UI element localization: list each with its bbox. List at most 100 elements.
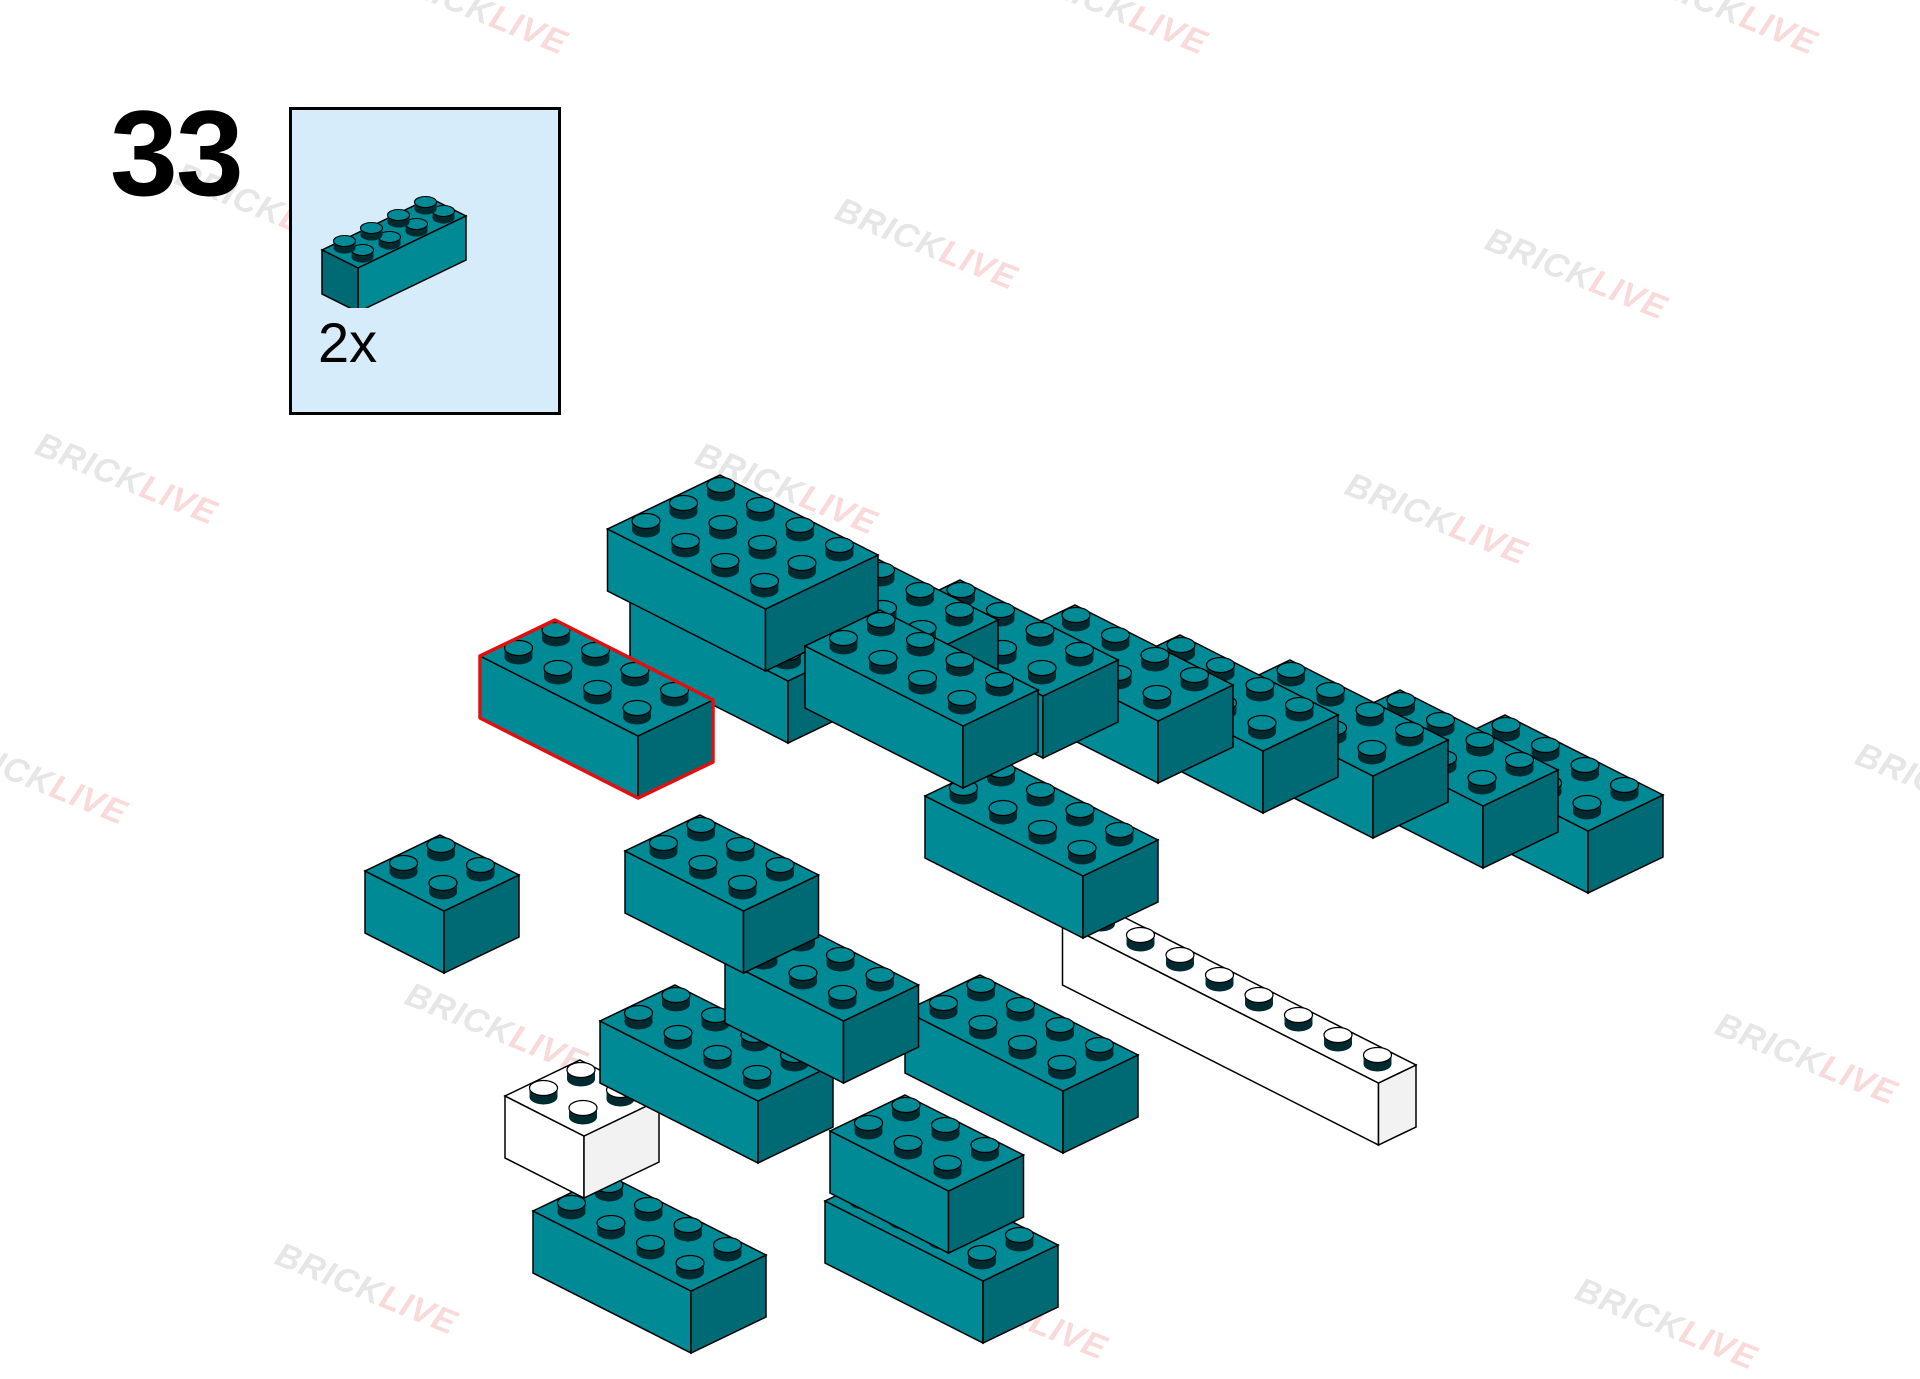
stud-top bbox=[865, 966, 895, 984]
stud bbox=[893, 1134, 923, 1160]
stud-top bbox=[1357, 739, 1387, 757]
stud bbox=[1570, 756, 1600, 782]
stud bbox=[1323, 1026, 1353, 1052]
stud bbox=[970, 1136, 1000, 1162]
stud bbox=[620, 661, 650, 687]
stud bbox=[1166, 636, 1196, 662]
stud bbox=[648, 834, 679, 860]
stud bbox=[1067, 839, 1097, 865]
stud-top bbox=[765, 856, 795, 874]
stud-top bbox=[825, 946, 856, 964]
stud-top bbox=[503, 639, 534, 657]
stud-top bbox=[620, 661, 650, 679]
stud-top bbox=[988, 799, 1018, 817]
stud bbox=[1047, 1054, 1077, 1080]
stud-top bbox=[1027, 819, 1058, 837]
stud-top bbox=[893, 1134, 923, 1152]
stud-top bbox=[749, 572, 780, 590]
stud-top bbox=[907, 669, 938, 687]
stud-top bbox=[708, 514, 738, 532]
stud bbox=[1025, 781, 1056, 807]
brick-bottom-left bbox=[531, 1174, 768, 1355]
stud-top bbox=[622, 699, 652, 717]
stud bbox=[528, 1079, 559, 1105]
stud bbox=[702, 1044, 733, 1070]
stud-top bbox=[866, 611, 896, 629]
stud-top bbox=[686, 816, 716, 834]
stud bbox=[865, 966, 895, 992]
stud bbox=[928, 994, 959, 1020]
stud-top bbox=[543, 659, 573, 677]
stud bbox=[891, 1096, 921, 1122]
stud-top bbox=[1125, 926, 1156, 944]
stud bbox=[967, 1244, 997, 1270]
stud bbox=[1204, 966, 1235, 992]
stud-top bbox=[1025, 621, 1055, 639]
stud bbox=[1467, 769, 1497, 795]
stud bbox=[568, 1099, 598, 1125]
stud bbox=[1025, 621, 1055, 647]
stud-top bbox=[891, 1096, 921, 1114]
stud-top bbox=[670, 532, 701, 550]
stud-top bbox=[1355, 701, 1385, 719]
stud-top bbox=[824, 536, 855, 554]
stud-top bbox=[787, 554, 817, 572]
stud bbox=[556, 1194, 587, 1220]
stud bbox=[1165, 946, 1195, 972]
stud-top bbox=[426, 836, 456, 854]
stud bbox=[388, 854, 419, 880]
stud-top bbox=[945, 651, 975, 669]
stud-top bbox=[930, 1116, 961, 1134]
stud-top bbox=[596, 1214, 626, 1232]
stud-top bbox=[623, 1004, 654, 1022]
stud-top bbox=[675, 1254, 705, 1272]
stud-top bbox=[1165, 946, 1195, 964]
stud bbox=[431, 204, 456, 224]
stud-top bbox=[1104, 821, 1135, 839]
brick-new-highlighted bbox=[478, 619, 715, 800]
stud bbox=[1005, 996, 1036, 1022]
stud bbox=[566, 1061, 596, 1087]
stud-top bbox=[1061, 606, 1091, 624]
stud-top bbox=[1570, 756, 1600, 774]
stud-top bbox=[528, 1079, 559, 1097]
stud bbox=[1315, 681, 1346, 707]
stud-top bbox=[1064, 641, 1095, 659]
stud-top bbox=[1166, 636, 1196, 654]
stud bbox=[668, 494, 699, 520]
stud-top bbox=[663, 1024, 693, 1042]
brick-white-jaw bbox=[503, 1059, 661, 1200]
stud bbox=[1142, 684, 1172, 710]
part-quantity: 2x bbox=[318, 311, 378, 374]
stud bbox=[1284, 696, 1315, 722]
stud bbox=[1061, 606, 1091, 632]
stud-top bbox=[1283, 1006, 1314, 1024]
stud-top bbox=[944, 601, 975, 619]
stud bbox=[824, 536, 855, 562]
stud-top bbox=[668, 494, 699, 512]
stud bbox=[907, 669, 938, 695]
brick-lower-pillar bbox=[828, 1094, 1026, 1255]
stud-top bbox=[1100, 626, 1131, 644]
stud bbox=[623, 1004, 654, 1030]
stud bbox=[659, 681, 690, 707]
stud bbox=[1245, 676, 1275, 702]
stud bbox=[428, 874, 458, 900]
stud bbox=[968, 1014, 998, 1040]
stud-top bbox=[1465, 731, 1495, 749]
stud-top bbox=[635, 1234, 666, 1252]
stud bbox=[1530, 736, 1561, 762]
stud-top bbox=[1276, 661, 1306, 679]
stud bbox=[742, 1064, 772, 1090]
stud-top bbox=[932, 1154, 963, 1172]
part-icon-brick bbox=[320, 195, 468, 308]
stud-top bbox=[788, 964, 818, 982]
stud-top bbox=[1491, 716, 1521, 734]
stud bbox=[1276, 661, 1306, 687]
stud bbox=[377, 230, 402, 250]
stud bbox=[1045, 1016, 1075, 1042]
stud-top bbox=[827, 984, 858, 1002]
stud-top bbox=[928, 994, 959, 1012]
stud bbox=[1572, 794, 1602, 820]
stud-top bbox=[1467, 769, 1497, 787]
